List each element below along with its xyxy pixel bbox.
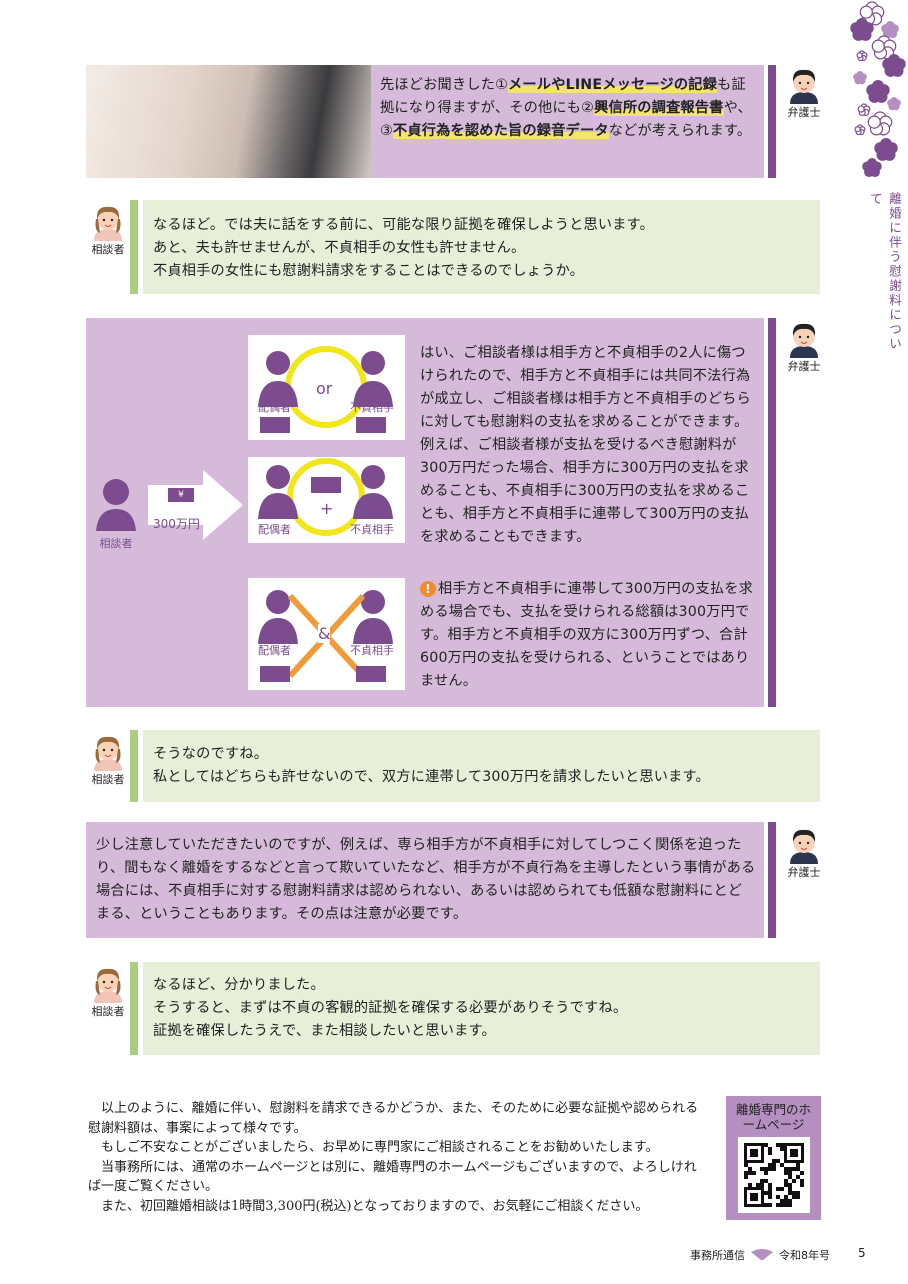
- payment-arrow: [148, 470, 243, 540]
- plum-blossom-icon: [882, 54, 906, 77]
- note-text: !相手方と不貞相手に連帯して300万円の支払を求める場合でも、支払を受けられる総…: [420, 578, 760, 693]
- note-body: 相手方と不貞相手に連帯して300万円の支払を求める場合でも、支払を受けられる総額…: [420, 581, 754, 689]
- lawyer-avatar: 弁護士: [782, 826, 826, 880]
- text-segment: などが考えられます。: [608, 123, 752, 139]
- client-stripe: [130, 962, 138, 1055]
- section-title: 離婚に伴う慰謝料について: [868, 192, 902, 352]
- client-label: 相談者: [99, 537, 133, 550]
- client-stripe: [130, 730, 138, 802]
- plum-blossom-icon: [854, 124, 866, 136]
- plum-blossom-icon: [853, 71, 867, 85]
- text-line: 私としてはどちらも許せないので、双方に連帯して300万円を請求したいと思います。: [153, 769, 710, 785]
- text-line: そうなのですね。: [153, 746, 269, 762]
- page-number: 5: [858, 1246, 866, 1260]
- text-line: 証拠を確保したうえで、また相談したいと思います。: [153, 1023, 496, 1039]
- plum-blossom-icon: [857, 103, 871, 117]
- spouse-label: 配偶者: [258, 644, 291, 657]
- text-line: あと、夫も許せませんが、不貞相手の女性も許せません。: [153, 240, 526, 256]
- highlighted-text: メールやLINEメッセージの記録: [508, 77, 718, 93]
- lawyer-role-label: 弁護士: [787, 866, 821, 879]
- lawyer-avatar: 弁護士: [782, 66, 826, 120]
- plum-blossom-icon: [867, 111, 893, 136]
- text-line: そうすると、まずは不貞の客観的証拠を確保する必要がありそうですね。: [153, 1000, 628, 1016]
- client-role-label: 相談者: [91, 243, 125, 256]
- or-label: or: [316, 379, 333, 398]
- lawyer-face-icon: [790, 69, 818, 104]
- client-avatar: 相談者: [86, 965, 130, 1019]
- client-stripe: [130, 200, 138, 294]
- amount-label: 300万円: [153, 517, 200, 531]
- publication-name: 事務所通信: [690, 1249, 745, 1262]
- lawyer-face-icon: [790, 829, 818, 864]
- plus-label: +: [320, 499, 334, 518]
- plum-blossom-decoration: [850, 0, 908, 180]
- client-bubble-2: なるほど。では夫に話をする前に、可能な限り証拠を確保しようと思います。 あと、夫…: [143, 200, 820, 294]
- paragraph: 当事務所には、通常のホームページとは別に、離婚専門のホームページもございますので…: [88, 1159, 697, 1195]
- lawyer-text-5: 少し注意していただきたいのですが、例えば、専ら相手方が不貞相手に対してしつこく関…: [96, 837, 756, 922]
- lawyer-text-1: 先ほどお聞きした①メールやLINEメッセージの記録も証拠になり得ますが、その他に…: [380, 74, 758, 143]
- client-face-icon: [94, 968, 122, 1003]
- lawyer-avatar: 弁護士: [782, 320, 826, 374]
- text-line: 不貞相手の女性にも慰謝料請求をすることはできるのでしょうか。: [153, 263, 585, 279]
- qr-card[interactable]: 離婚専門のホームページ: [726, 1096, 821, 1220]
- lawyer-stripe: [768, 822, 776, 938]
- issue-label: 令和8年号: [779, 1249, 830, 1262]
- lawyer-role-label: 弁護士: [787, 106, 821, 119]
- plum-blossom-icon: [874, 138, 898, 161]
- client-avatar: 相談者: [86, 733, 130, 787]
- spouse-label: 配偶者: [258, 401, 291, 414]
- text-segment: 先ほどお聞きした①: [380, 77, 509, 93]
- ampersand-label: &: [318, 624, 331, 643]
- lawyer-text-3: はい、ご相談者様は相手方と不貞相手の2人に傷つけられたので、相手方と不貞相手には…: [420, 345, 751, 545]
- lawyer-role-label: 弁護士: [787, 360, 821, 373]
- lawyer-stripe: [768, 65, 776, 178]
- text-line: なるほど、分かりました。: [153, 977, 325, 993]
- client-avatar: 相談者: [86, 203, 130, 257]
- client-role-label: 相談者: [91, 773, 125, 786]
- plum-blossom-icon: [862, 158, 882, 178]
- client-face-icon: [94, 736, 122, 771]
- client-role-label: 相談者: [91, 1005, 125, 1018]
- qr-label: 離婚専門のホームページ: [735, 1102, 811, 1132]
- highlighted-text: 不貞行為を認めた旨の録音データ: [392, 123, 609, 139]
- closing-text: 以上のように、離婚に伴い、慰謝料を請求できるかどうか、また、そのために必要な証拠…: [88, 1099, 708, 1216]
- client-silhouette-icon: [96, 479, 136, 531]
- client-bubble-6: なるほど、分かりました。 そうすると、まずは不貞の客観的証拠を確保する必要があり…: [143, 962, 820, 1055]
- paragraph: もしご不安なことがございましたら、お早めに専門家にご相談されることをお勧めいたし…: [101, 1140, 659, 1155]
- spouse-label: 配偶者: [258, 523, 291, 536]
- yen-bill-icon: ¥: [168, 488, 194, 502]
- recorder-photo: [86, 65, 371, 178]
- footer: 事務所通信 令和8年号: [690, 1247, 830, 1263]
- plum-blossom-icon: [850, 18, 874, 41]
- diagram-panel-not: & 配偶者 不貞相手: [248, 578, 405, 690]
- text-segment: も証拠になり得ますが、その他にも②: [380, 77, 746, 116]
- client-face-icon: [94, 206, 122, 241]
- lawyer-bubble-5: 少し注意していただきたいのですが、例えば、専ら相手方が不貞相手に対してしつこく関…: [86, 822, 764, 938]
- client-figure: 相談者: [94, 475, 138, 551]
- text-line: なるほど。では夫に話をする前に、可能な限り証拠を確保しようと思います。: [153, 217, 655, 233]
- partner-label: 不貞相手: [350, 401, 394, 414]
- lawyer-face-icon: [790, 323, 818, 358]
- fan-icon: [751, 1249, 773, 1260]
- partner-label: 不貞相手: [350, 523, 394, 536]
- highlighted-text: 興信所の調査報告書: [594, 100, 724, 116]
- diagram-panel-or: or 配偶者 不貞相手: [248, 335, 405, 440]
- partner-label: 不貞相手: [350, 644, 394, 657]
- warning-icon: !: [420, 581, 436, 597]
- text-segment: や、③: [380, 100, 752, 139]
- client-bubble-4: そうなのですね。 私としてはどちらも許せないので、双方に連帯して300万円を請求…: [143, 730, 820, 802]
- diagram-panel-plus: + 配偶者 不貞相手: [248, 457, 405, 543]
- plum-blossom-icon: [856, 50, 868, 62]
- lawyer-stripe: [768, 318, 776, 707]
- plum-blossom-icon: [866, 80, 890, 103]
- paragraph: 以上のように、離婚に伴い、慰謝料を請求できるかどうか、また、そのために必要な証拠…: [88, 1101, 699, 1136]
- qr-code-icon[interactable]: [737, 1137, 810, 1213]
- plum-blossom-icon: [887, 97, 901, 111]
- paragraph: また、初回離婚相談は1時間3,300円(税込)となっておりますので、お気軽にご相…: [101, 1198, 649, 1214]
